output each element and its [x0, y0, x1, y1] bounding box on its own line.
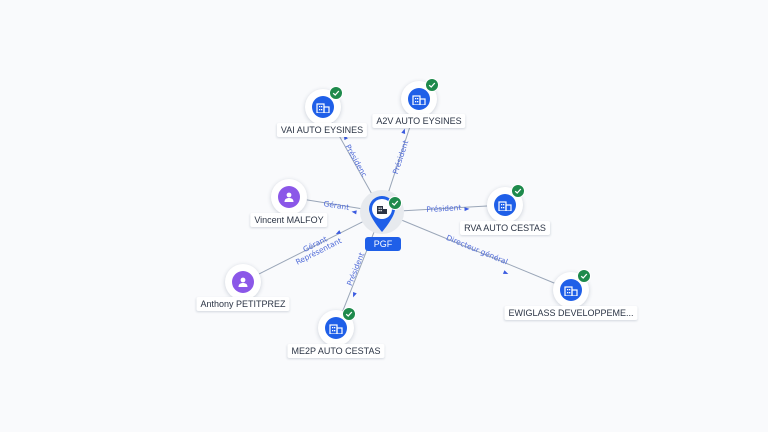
node-label[interactable]: ME2P AUTO CESTAS — [287, 344, 385, 358]
edge-label: Président — [391, 139, 410, 175]
verified-check-icon — [425, 78, 439, 92]
company-building-icon — [560, 279, 582, 301]
node-label[interactable]: Vincent MALFOY — [250, 213, 328, 227]
person-icon — [232, 271, 254, 293]
edge-arrow-icon — [464, 207, 470, 212]
edge-label: Président — [426, 203, 461, 214]
edge-arrow-icon — [353, 291, 357, 298]
node-label[interactable]: A2V AUTO EYSINES — [372, 114, 466, 128]
company-building-icon — [325, 317, 347, 339]
node-me2p-auto-cestas[interactable] — [318, 307, 356, 346]
edge-label: GérantReprésentant — [291, 229, 344, 267]
edge-line — [402, 219, 555, 284]
edge-line — [258, 221, 363, 275]
edge-line — [388, 115, 414, 192]
edge-line — [403, 205, 488, 212]
center-node-label[interactable]: PGF — [365, 237, 401, 251]
verified-check-icon — [342, 307, 356, 321]
edge-arrow-icon — [401, 128, 406, 134]
node-vai-auto-eysines[interactable] — [305, 86, 343, 125]
verified-check-icon — [577, 269, 591, 283]
node-label[interactable]: EWIGLASS DEVELOPPEME... — [504, 306, 638, 320]
verified-check-icon — [388, 196, 402, 210]
node-label[interactable]: VAI AUTO EYSINES — [276, 123, 368, 137]
person-icon — [278, 186, 300, 208]
edge-label: Gérant — [323, 199, 350, 212]
node-rva-auto-cestas[interactable] — [487, 184, 525, 223]
node-vincent-malfoy[interactable] — [271, 179, 307, 215]
node-ewiglass-developpement[interactable] — [553, 269, 591, 308]
node-label[interactable]: Anthony PETITPREZ — [196, 297, 290, 311]
edge-line — [306, 199, 361, 209]
edge-arrow-icon — [502, 270, 509, 274]
company-building-icon — [408, 88, 430, 110]
node-anthony-petitprez[interactable] — [225, 264, 261, 300]
company-building-icon — [312, 96, 334, 118]
company-building-icon — [494, 194, 516, 216]
edge-label: Président — [345, 251, 366, 287]
node-a2v-auto-eysines[interactable] — [401, 78, 439, 117]
verified-check-icon — [511, 184, 525, 198]
edge-arrow-icon — [351, 210, 357, 215]
node-label[interactable]: RVA AUTO CESTAS — [460, 221, 550, 235]
company-building-icon — [377, 206, 387, 214]
verified-check-icon — [329, 86, 343, 100]
edge-label: Présidenc — [343, 143, 369, 179]
edge-label: Directeur général — [445, 233, 509, 266]
edge-arrow-icon — [335, 230, 342, 235]
